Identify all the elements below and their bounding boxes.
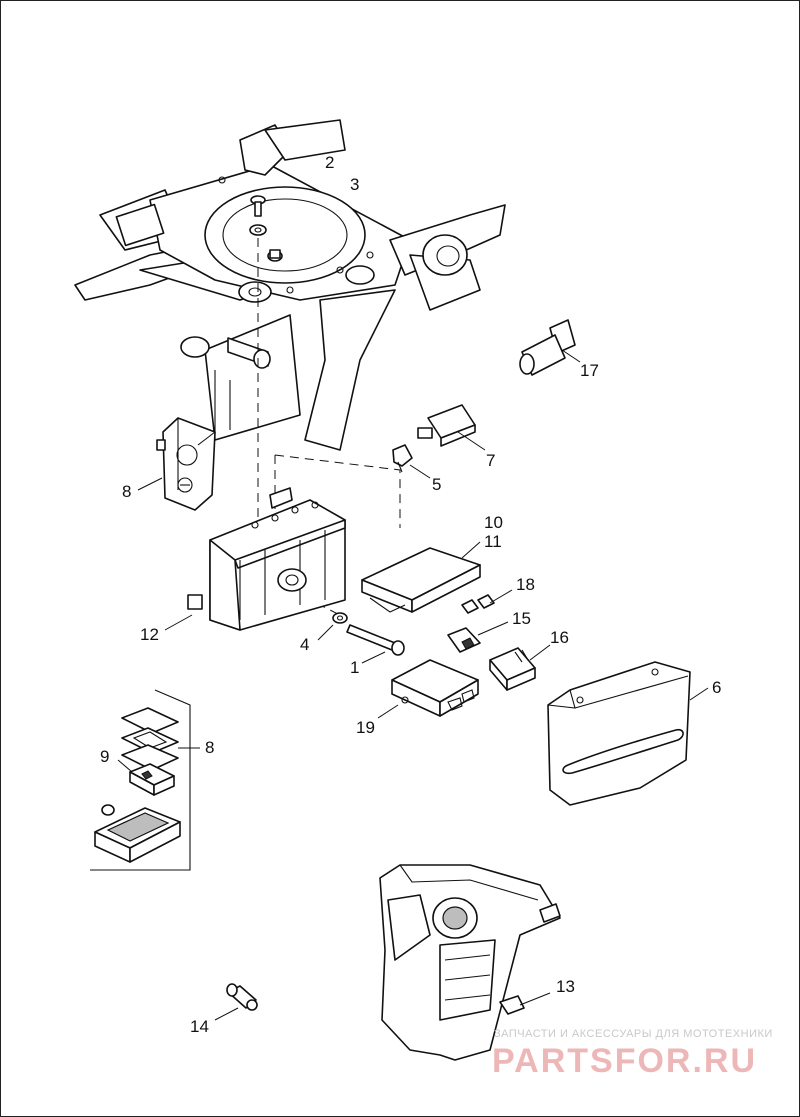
alignment-line-bolt: [289, 589, 341, 616]
callout-10: 10: [484, 513, 503, 532]
callout-17: 17: [580, 361, 599, 380]
cover-6: [547, 661, 691, 806]
callout-7: 7: [486, 451, 495, 470]
connector-17: [519, 319, 576, 376]
motorcycle-frame: [74, 119, 506, 451]
callout-4: 4: [300, 635, 309, 654]
fuse-15: [447, 627, 481, 653]
inner-fairing-13: [379, 864, 561, 1061]
washer-4: [332, 612, 348, 624]
sensor-7: [417, 404, 476, 447]
fuse-18: [461, 594, 495, 614]
bolt-1: [346, 624, 405, 656]
callout-9: 9: [100, 747, 109, 766]
fitting-14: [226, 983, 258, 1011]
fuse-box-assembly-8: [90, 689, 191, 871]
mounting-bracket-12: [187, 487, 346, 631]
callout-11: 11: [484, 532, 502, 551]
callout-1: 1: [350, 658, 359, 677]
callout-16: 16: [550, 628, 569, 647]
callout-14: 14: [190, 1017, 209, 1036]
callout-8-upper: 8: [122, 482, 131, 501]
watermark-tagline: ЗАПЧАСТИ И АКСЕССУАРЫ ДЛЯ МОТОТЕХНИКИ: [494, 1028, 773, 1040]
callout-8-lower: 8: [205, 738, 214, 757]
callout-13: 13: [556, 977, 575, 996]
module-19: [391, 659, 479, 717]
callout-12: 12: [140, 625, 159, 644]
callout-19: 19: [356, 718, 375, 737]
watermark-brand: PARTSFOR.RU: [492, 1042, 757, 1080]
module-10-11: [361, 547, 481, 613]
relay-16: [489, 647, 536, 691]
washer-3: [249, 224, 267, 236]
cover-8-upper: [156, 417, 216, 511]
callout-18: 18: [516, 575, 535, 594]
callout-6: 6: [712, 678, 721, 697]
callout-3: 3: [350, 175, 359, 194]
clip-5: [392, 444, 413, 473]
callout-2: 2: [325, 153, 334, 172]
callout-5: 5: [432, 475, 441, 494]
callout-15: 15: [512, 609, 531, 628]
bolt-2: [250, 195, 266, 217]
stud-fitting: [267, 249, 283, 262]
